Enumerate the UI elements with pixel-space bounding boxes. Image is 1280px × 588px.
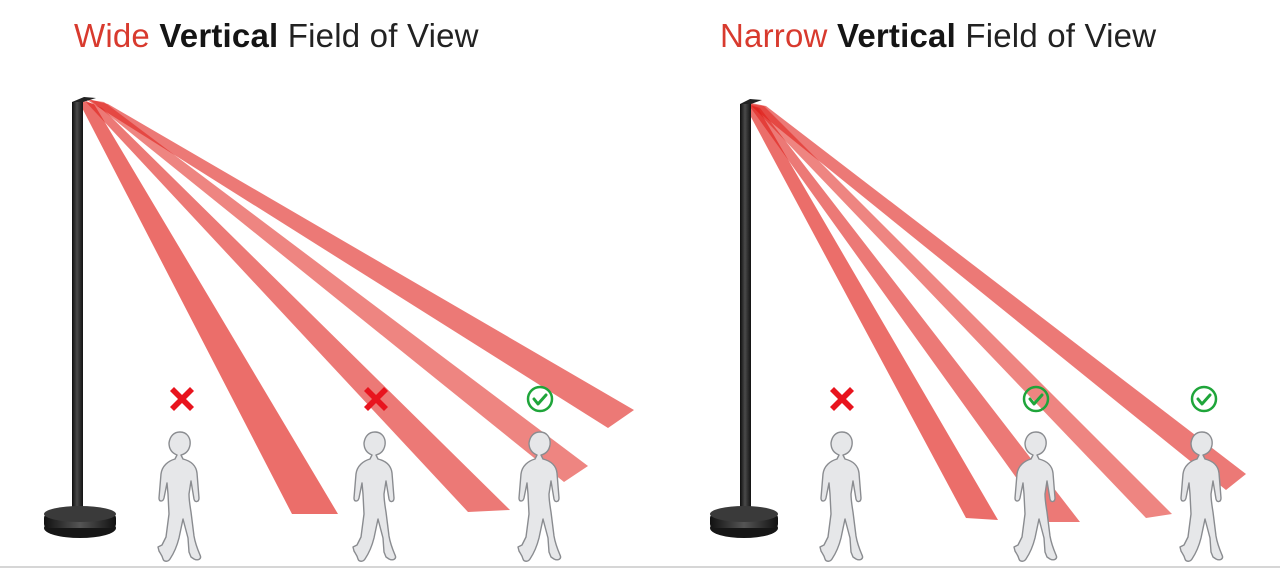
beam-4 — [746, 102, 1246, 490]
ground-line — [640, 566, 1280, 568]
red-cross-icon — [170, 387, 194, 411]
red-cross-icon — [364, 387, 388, 411]
narrow-fov-panel: Narrow Vertical Field of View — [640, 0, 1280, 588]
beam-3 — [90, 100, 588, 482]
green-check-icon — [1190, 385, 1218, 413]
beam-2 — [748, 104, 1080, 522]
light-pole — [44, 97, 116, 538]
wide-fov-scene — [44, 97, 634, 562]
beam-1 — [78, 100, 338, 514]
panel-title: Wide Vertical Field of View — [74, 14, 479, 58]
beam-1 — [744, 104, 998, 520]
title-emphasis: Vertical — [159, 17, 279, 54]
title-prefix: Wide — [74, 17, 150, 54]
beam-group — [744, 102, 1246, 522]
wide-fov-panel: Wide Vertical Field of View — [0, 14, 640, 568]
red-cross-icon — [830, 387, 854, 411]
person-1 — [819, 431, 864, 562]
title-suffix: Field of View — [965, 17, 1157, 54]
green-check-icon — [526, 385, 554, 413]
title-emphasis: Vertical — [836, 17, 956, 54]
beam-4 — [84, 98, 634, 428]
light-pole — [710, 99, 778, 538]
narrow-fov-scene — [710, 99, 1246, 562]
person-1 — [157, 431, 202, 562]
beam-group — [78, 98, 634, 514]
title-suffix: Field of View — [287, 17, 479, 54]
beam-2 — [84, 100, 510, 512]
beam-3 — [750, 104, 1172, 518]
ground-line — [0, 566, 640, 568]
title-prefix: Narrow — [720, 17, 828, 54]
person-2 — [352, 431, 397, 562]
green-check-icon — [1022, 385, 1050, 413]
panel-title: Narrow Vertical Field of View — [720, 14, 1156, 58]
